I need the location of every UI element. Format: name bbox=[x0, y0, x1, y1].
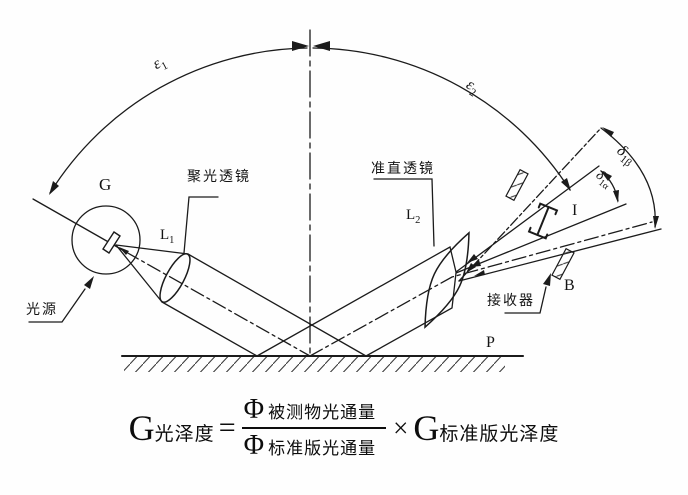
delta-arcs bbox=[600, 127, 659, 229]
source-letter-label: G bbox=[99, 175, 112, 194]
label-leaders bbox=[28, 178, 551, 323]
source-cone-rays bbox=[115, 244, 189, 303]
collimating-lens-label: 准直透镜 bbox=[371, 160, 435, 176]
incident-beam bbox=[161, 253, 367, 357]
lens2-label: L2 bbox=[406, 207, 421, 226]
formula-lhs: G光泽度 bbox=[128, 408, 215, 448]
light-source-label: 光源 bbox=[26, 301, 58, 317]
light-source-lamp bbox=[71, 205, 141, 275]
epsilon-arcs bbox=[49, 41, 571, 195]
receiver-fan bbox=[455, 127, 662, 282]
filament-arrow bbox=[119, 247, 129, 255]
field-stop-ibeam bbox=[527, 202, 559, 240]
formula-rhs: G标准版光泽度 bbox=[413, 408, 560, 448]
fraction-denominator: Φ 标准版光通量 bbox=[243, 430, 377, 461]
fraction-numerator: Φ 被测物光通量 bbox=[241, 396, 387, 429]
receiver-letter-label: B bbox=[564, 277, 575, 294]
eps1-arrow bbox=[49, 181, 59, 195]
image-letter-label: I bbox=[572, 202, 578, 219]
receiver-aperture-bar bbox=[551, 247, 575, 281]
collimating-lens-l2 bbox=[424, 231, 470, 329]
sample-surface bbox=[120, 354, 525, 372]
arc-arrow-left bbox=[292, 41, 309, 51]
reflected-axis bbox=[309, 221, 653, 357]
upper-aperture-bar bbox=[505, 168, 529, 202]
receiver-leader-arrow bbox=[543, 273, 551, 286]
reflected-beam bbox=[256, 221, 653, 357]
source-leader-arrow bbox=[84, 276, 94, 289]
times-sign: × bbox=[393, 412, 409, 443]
arc-arrow-right bbox=[313, 41, 330, 51]
equals-sign: = bbox=[218, 411, 236, 444]
condenser-lens-l1 bbox=[159, 253, 191, 303]
lens1-label: L1 bbox=[160, 227, 175, 246]
filament bbox=[102, 231, 121, 254]
source-axis-line bbox=[32, 198, 311, 357]
formula-fraction: Φ 被测物光通量 Φ 标准版光通量 bbox=[241, 396, 387, 461]
receiver-label: 接收器 bbox=[487, 292, 535, 308]
surface-letter-label: P bbox=[486, 334, 495, 351]
gloss-formula: G光泽度 = Φ 被测物光通量 Φ 标准版光通量 × G标准版光泽度 bbox=[0, 396, 688, 460]
condenser-lens-label: 聚光透镜 bbox=[187, 168, 251, 184]
eps2-arrow bbox=[561, 178, 571, 191]
